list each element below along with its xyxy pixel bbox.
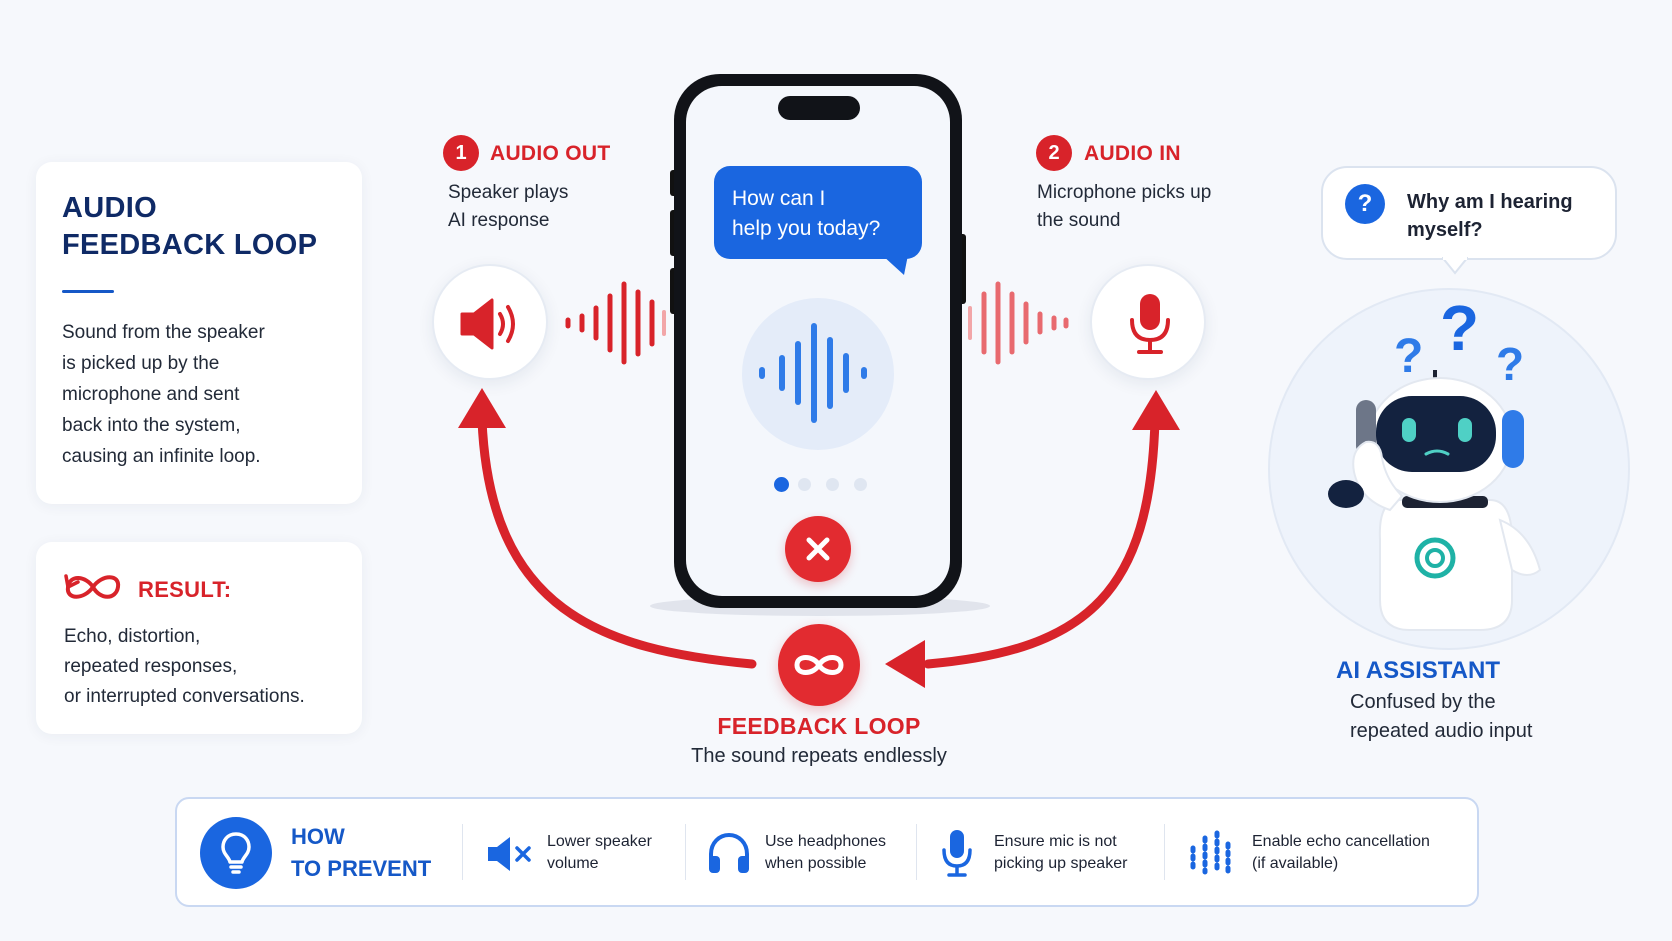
assistant-line2: repeated audio input [1350,720,1533,742]
audio-in-line1: Microphone picks up [1037,182,1212,203]
explanation-card: AUDIO FEEDBACK LOOP Sound from the speak… [36,162,362,504]
speaker-icon [460,298,515,350]
arrow-up-right [1132,390,1180,430]
audio-in-title: AUDIO IN [1084,142,1181,165]
prevent-title-line1: HOW [291,824,345,849]
explanation-line: back into the system, [62,415,241,436]
explanation-line: is picked up by the [62,353,220,374]
page-dot [798,478,811,491]
speaker-soundwave-icon [565,281,666,365]
audio-out-line2: AI response [448,210,550,231]
audio-out-title: AUDIO OUT [490,142,611,165]
result-line: or interrupted conversations. [64,686,305,707]
phone-side-button [958,234,966,304]
robot-icon: ? ? ? [1328,300,1542,631]
result-text: Echo, distortion, repeated responses, or… [64,622,305,712]
prevent-divider [1164,824,1165,880]
speech-bubble: ? Why am I hearing myself? [1321,166,1617,260]
assistant-title: AI ASSISTANT [1335,657,1500,684]
explanation-line: microphone and sent [62,384,240,405]
speech-line1: Why am I hearing [1407,191,1573,213]
chat-bubble-tail [882,255,908,275]
explanation-line: causing an infinite loop. [62,446,261,467]
voice-wave-icon [759,323,867,423]
chat-bubble: How can I help you today? [714,166,922,259]
explanation-text: Sound from the speaker is picked up by t… [62,317,265,472]
svg-text:?: ? [1440,300,1479,364]
result-card: RESULT: Echo, distortion, repeated respo… [36,542,362,734]
svg-text:?: ? [1394,330,1423,383]
prevent-item-mic: Ensure mic is not picking up speaker [994,831,1127,875]
speech-line2: myself? [1407,219,1483,241]
prevent-item-headphones: Use headphones when possible [765,831,886,875]
prevent-item-line: Ensure mic is not [994,833,1117,850]
main-title-line2: FEEDBACK LOOP [62,229,318,261]
end-call-button[interactable] [785,516,851,582]
explanation-line: Sound from the speaker [62,322,265,343]
chat-bubble-line1: How can I [732,187,826,210]
step-2-badge: 2 [1036,135,1072,171]
feedback-loop-title: FEEDBACK LOOP [717,713,921,739]
page-dot [826,478,839,491]
microphone-small-icon [942,830,972,877]
prevent-item-line: Enable echo cancellation [1252,833,1430,850]
result-line: Echo, distortion, [64,626,201,647]
infinity-icon [794,655,844,675]
audio-in-line2: the sound [1037,210,1121,231]
infinity-badge [778,624,860,706]
prevent-item-line: (if available) [1252,855,1339,872]
result-line: repeated responses, [64,656,238,677]
result-title: RESULT: [138,577,232,602]
title-underline [62,290,114,293]
microphone-circle [1090,264,1206,380]
question-badge-icon: ? [1345,184,1385,224]
prevent-item-line: Use headphones [765,833,886,850]
equalizer-icon [1190,830,1231,875]
step-1-badge: 1 [443,135,479,171]
muted-speaker-icon [488,837,531,871]
prevent-item-line: Lower speaker [547,833,652,850]
feedback-loop-subtitle: The sound repeats endlessly [691,745,947,767]
speaker-circle [432,264,548,380]
prevent-divider [462,824,463,880]
assistant-line1: Confused by the [1350,691,1496,713]
main-title-line1: AUDIO [62,192,157,224]
loop-icon [64,574,121,599]
prevent-item-line: picking up speaker [994,855,1128,872]
prevent-item-volume: Lower speaker volume [547,831,652,875]
headphones-icon [709,832,749,873]
arrow-left-into-loop [885,640,925,688]
lightbulb-icon [221,832,251,874]
arrow-up-left [458,388,506,428]
speech-bubble-tail [1442,257,1468,275]
prevent-item-echo: Enable echo cancellation (if available) [1252,831,1430,875]
prevent-title-line2: TO PREVENT [291,856,432,881]
prevent-item-line: when possible [765,855,867,872]
prevention-bar [175,797,1479,907]
voice-visualizer [742,298,894,450]
phone-notch [778,96,860,120]
microphone-icon [1130,294,1170,354]
prevent-item-line: volume [547,855,599,872]
svg-text:?: ? [1496,338,1524,390]
microphone-soundwave-icon [968,281,1069,365]
close-icon [806,537,830,561]
chat-bubble-line2: help you today? [732,217,881,240]
prevent-divider [916,824,917,880]
lightbulb-badge [200,817,272,889]
audio-out-line1: Speaker plays [448,182,569,203]
page-dot-active [774,477,789,492]
prevent-divider [685,824,686,880]
page-dot [854,478,867,491]
